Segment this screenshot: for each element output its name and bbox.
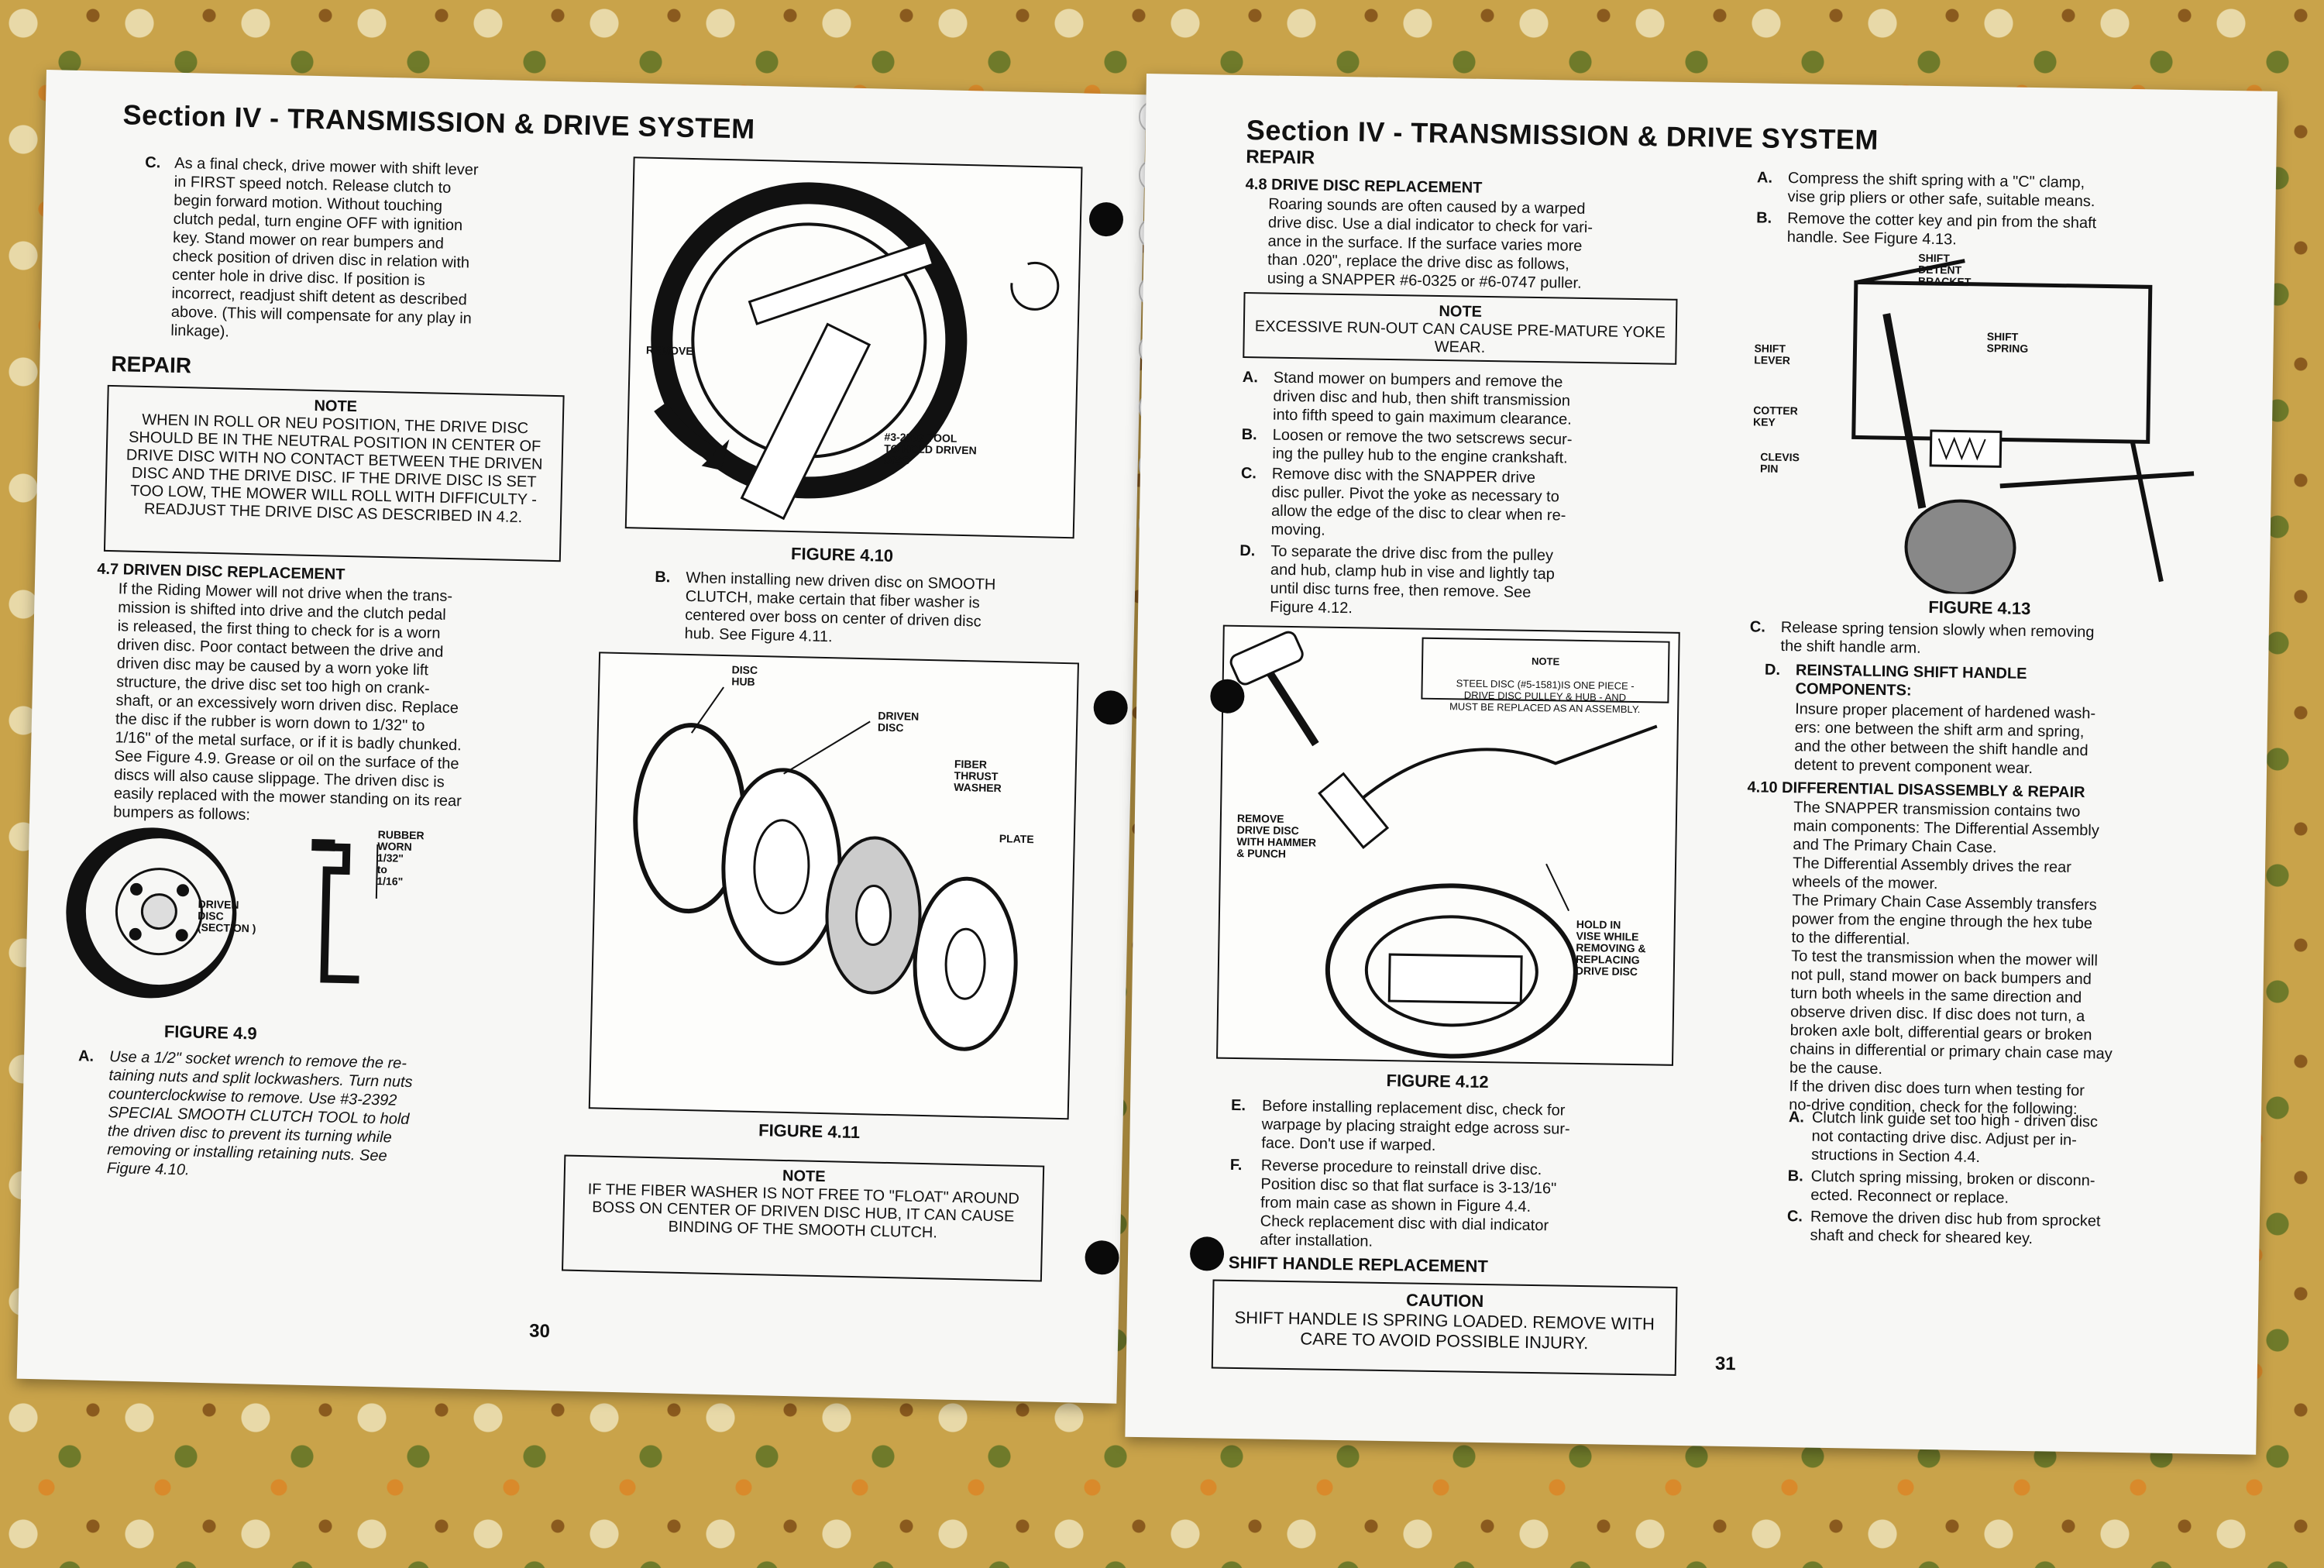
note-box-neutral: NOTE WHEN IN ROLL OR NEU POSITION, THE D…	[103, 384, 565, 562]
right-subheader: REPAIR	[1246, 146, 1315, 169]
fig49-label-rubber-worn: RUBBER WORN 1/32" to 1/16"	[376, 827, 425, 888]
binding-hole	[1085, 1240, 1120, 1275]
left-page: Section IV - TRANSMISSION & DRIVE SYSTEM…	[16, 70, 1147, 1404]
shift-handle-heading: SHIFT HANDLE REPLACEMENT	[1228, 1252, 1488, 1277]
shift-handle-drawing	[1851, 259, 2195, 596]
fig413-label-shift-spring: SHIFT SPRING	[1986, 330, 2029, 355]
figure-4-11-caption: FIGURE 4.11	[758, 1120, 861, 1143]
para-b-text: When installing new driven disc on SMOOT…	[684, 569, 996, 646]
para-a-text: Use a 1/2" socket wrench to remove the r…	[106, 1048, 413, 1179]
check-label: C.	[1786, 1208, 1803, 1226]
step-label: D.	[1239, 542, 1256, 560]
step-label: B.	[1241, 425, 1257, 444]
steps-4-8-list: A. Stand mower on bumpers and remove the…	[1147, 74, 2278, 617]
binding-hole	[1093, 689, 1129, 725]
fig49-label-driven-disc-section: DRIVEN DISC (SECTION )	[197, 897, 256, 935]
differential-checks-list: A. Clutch link guide set too high - driv…	[1147, 74, 2278, 1247]
para-c-text: As a final check, drive mower with shift…	[170, 154, 479, 341]
check-label: B.	[1787, 1167, 1803, 1185]
section-4-10-text: The SNAPPER transmission contains two ma…	[1789, 799, 2113, 1119]
repair-heading: REPAIR	[111, 351, 192, 378]
step-label: F.	[1229, 1156, 1243, 1174]
step-text: Before installing replacement disc, chec…	[1261, 1097, 1570, 1155]
step-text: Stand mower on bumpers and remove the dr…	[1272, 369, 1572, 428]
figure-4-9-illustration	[56, 818, 541, 1023]
step-label: A.	[1242, 368, 1259, 387]
shift-d-label: D.	[1764, 661, 1781, 679]
fig413-label-shift-detent: SHIFT DETENT BRACKET	[1917, 251, 1972, 288]
step-text: Compress the shift spring with a "C" cla…	[1787, 170, 2095, 211]
right-page: Section IV - TRANSMISSION & DRIVE SYSTEM…	[1125, 74, 2278, 1455]
page-number-left: 30	[528, 1320, 551, 1343]
fig410-label-remove: REMOVE	[645, 343, 693, 358]
note2-text: IF THE FIBER WASHER IS NOT FREE TO "FLOA…	[587, 1181, 1020, 1242]
check-label: A.	[1788, 1109, 1805, 1126]
figure-4-9-caption: FIGURE 4.9	[163, 1021, 257, 1044]
check-text: Clutch spring missing, broken or disconn…	[1810, 1167, 2095, 1207]
drive-disc-removal-drawing	[1229, 631, 1658, 1059]
binding-hole	[1088, 201, 1124, 237]
fig413-label-clevis-pin: CLEVIS PIN	[1759, 450, 1800, 475]
shift-c-text: Release spring tension slowly when remov…	[1780, 618, 2095, 657]
check-text: Remove the driven disc hub from sprocket…	[1810, 1208, 2101, 1248]
left-section-header: Section IV - TRANSMISSION & DRIVE SYSTEM	[122, 98, 756, 145]
page-number-right: 31	[1714, 1353, 1736, 1375]
fig412-note-text: STEEL DISC (#5-1581)IS ONE PIECE - DRIVE…	[1449, 677, 1641, 716]
fig411-label-disc-hub: DISC HUB	[731, 663, 758, 688]
figure-4-13-illustration: SHIFT DETENT BRACKET SHIFT SPRING SHIFT …	[1728, 249, 2236, 598]
check-text: Clutch link guide set too high - driven …	[1811, 1109, 2099, 1167]
step-text: Remove disc with the SNAPPER drive disc …	[1270, 465, 1566, 539]
para-a-label: A.	[77, 1047, 95, 1065]
note3-text: EXCESSIVE RUN-OUT CAN CAUSE PRE-MATURE Y…	[1254, 318, 1666, 356]
clutch-exploded-drawing	[633, 686, 1018, 1051]
caution-box: CAUTION SHIFT HANDLE IS SPRING LOADED. R…	[1211, 1279, 1678, 1376]
figure-4-12-frame: NOTE STEEL DISC (#5-1581)IS ONE PIECE - …	[1216, 624, 1680, 1066]
shift-d-text: Insure proper placement of hardened wash…	[1793, 700, 2096, 778]
clutch-tool-drawing	[651, 182, 1060, 521]
fig413-label-shift-lever: SHIFT LEVER	[1754, 342, 1791, 367]
note-box-runout: NOTE EXCESSIVE RUN-OUT CAN CAUSE PRE-MAT…	[1243, 292, 1678, 365]
para-c-label: C.	[145, 153, 161, 172]
step-label: C.	[1240, 464, 1257, 483]
figure-4-12-caption: FIGURE 4.12	[1386, 1071, 1489, 1092]
shift-d-heading: REINSTALLING SHIFT HANDLE COMPONENTS:	[1795, 662, 2027, 700]
note-text: WHEN IN ROLL OR NEU POSITION, THE DRIVE …	[125, 411, 543, 527]
fig412-label-remove-disc: REMOVE DRIVE DISC WITH HAMMER & PUNCH	[1236, 811, 1317, 860]
shift-steps-list: A. Compress the shift spring with a "C" …	[1147, 74, 2278, 248]
step-label: A.	[1756, 169, 1773, 187]
section-4-7-text: If the Riding Mower will not drive when …	[113, 580, 462, 824]
note-box-fiber-washer: NOTE IF THE FIBER WASHER IS NOT FREE TO …	[561, 1154, 1045, 1282]
step-label: B.	[1755, 209, 1772, 227]
fig411-label-driven-disc: DRIVEN DISC	[877, 709, 920, 734]
fig412-note-box: NOTE STEEL DISC (#5-1581)IS ONE PIECE - …	[1421, 637, 1670, 715]
caution-text: SHIFT HANDLE IS SPRING LOADED. REMOVE WI…	[1234, 1307, 1655, 1353]
fig410-label-tool: #3-2392 TOOL TO HOLD DRIVEN DISC	[883, 430, 977, 467]
step-text: To separate the drive disc from the pull…	[1270, 542, 1555, 617]
step-label: E.	[1230, 1096, 1246, 1115]
step-text: Remove the cotter key and pin from the s…	[1786, 210, 2097, 249]
figure-4-13-caption: FIGURE 4.13	[1928, 597, 2031, 619]
para-b-label: B.	[655, 568, 671, 586]
fig412-label-hold-vise: HOLD IN VISE WHILE REMOVING & REPLACING …	[1575, 917, 1646, 978]
section-4-8-heading: 4.8 DRIVE DISC REPLACEMENT	[1245, 176, 1483, 197]
section-4-8-text: Roaring sounds are often caused by a war…	[1267, 195, 1593, 292]
steps-4-8b-list: E. Before installing replacement disc, c…	[1147, 74, 2278, 1250]
binding-hole	[1189, 1236, 1225, 1271]
figure-4-10-caption: FIGURE 4.10	[790, 543, 894, 566]
figure-4-10-frame: REMOVE #3-2392 TOOL TO HOLD DRIVEN DISC	[624, 156, 1083, 539]
fig411-label-plate: PLATE	[999, 832, 1034, 846]
right-section-header: Section IV - TRANSMISSION & DRIVE SYSTEM	[1246, 114, 1879, 156]
shift-c-label: C.	[1749, 618, 1766, 636]
fig411-label-fiber-washer: FIBER THRUST WASHER	[954, 757, 1002, 795]
fig412-note-title: NOTE	[1531, 655, 1560, 668]
figure-4-11-frame: DISC HUB DRIVEN DISC FIBER THRUST WASHER…	[588, 652, 1079, 1120]
fig413-label-cotter-key: COTTER KEY	[1752, 404, 1798, 428]
step-text: Reverse procedure to reinstall drive dis…	[1260, 1157, 1557, 1250]
step-text: Loosen or remove the two setscrews secur…	[1272, 426, 1573, 467]
driven-disc-drawing	[66, 827, 379, 999]
